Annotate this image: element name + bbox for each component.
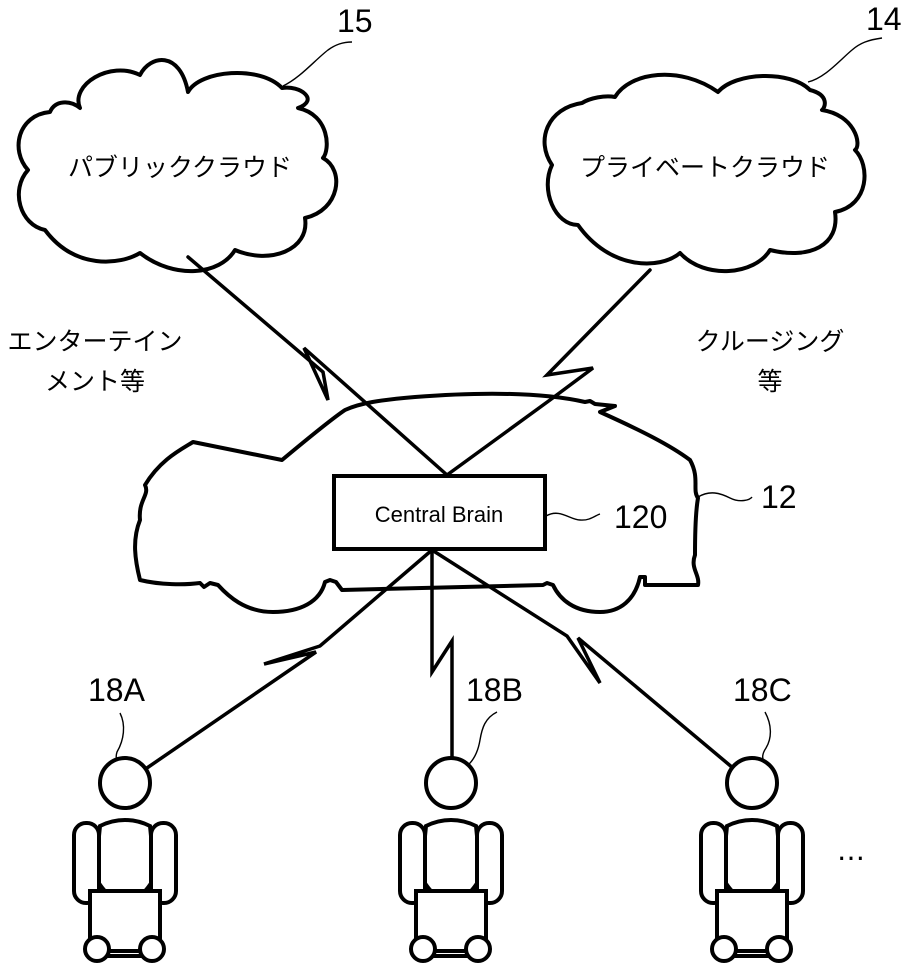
private-cloud-link [445,268,652,477]
robot-18a-ref: 18A [88,672,146,708]
robot-18b-leader [466,711,498,767]
public-cloud: パブリッククラウド 15 [16,3,373,274]
public-cloud-label: パブリッククラウド [68,153,292,182]
vehicle-ref: 12 [761,479,797,515]
robot-18c-ref: 18C [733,672,792,708]
entertainment-label-line2: メント等 [45,367,145,396]
vehicle-leader [697,492,753,502]
vehicle: 12 [133,391,797,614]
robot-18b-figure [398,756,504,963]
private-cloud-shape [542,72,867,274]
entertainment-label: エンターテイン メント等 [7,327,182,396]
robot-links [142,548,735,772]
robot-18a-figure [72,756,178,963]
more-robots-ellipsis: … [837,834,865,867]
central-brain-ref: 120 [614,499,667,535]
cruising-label-line2: 等 [757,367,782,396]
central-brain-leader [545,512,601,521]
robot-18c-figure [699,756,805,963]
robot-18c-leader [761,711,772,763]
robot-18c-link [430,548,735,770]
central-brain-label: Central Brain [375,502,503,527]
public-cloud-shape [16,58,339,274]
robot-18a-link [142,548,434,772]
vehicle-outline [133,391,701,614]
public-cloud-leader [282,41,353,87]
private-cloud-ref: 14 [866,1,902,37]
cruising-label-line1: クルージング [696,327,845,356]
central-brain-box [332,474,547,551]
robot-18a: 18A [72,672,178,963]
cruising-label: クルージング 等 [696,327,845,396]
robot-18b: 18B [398,672,523,963]
central-brain: Central Brain 120 [332,474,667,551]
cloud-links [186,255,652,477]
robot-18c: 18C [699,672,805,963]
private-cloud: プライベートクラウド 14 [542,1,902,274]
private-cloud-label: プライベートクラウド [580,153,830,182]
public-cloud-ref: 15 [337,3,373,39]
private-cloud-leader [807,37,883,83]
robot-18b-ref: 18B [466,672,523,708]
robot-18a-leader [115,712,125,761]
robot-18b-link [430,548,454,764]
entertainment-label-line1: エンターテイン [7,327,182,356]
public-cloud-link [186,255,449,477]
